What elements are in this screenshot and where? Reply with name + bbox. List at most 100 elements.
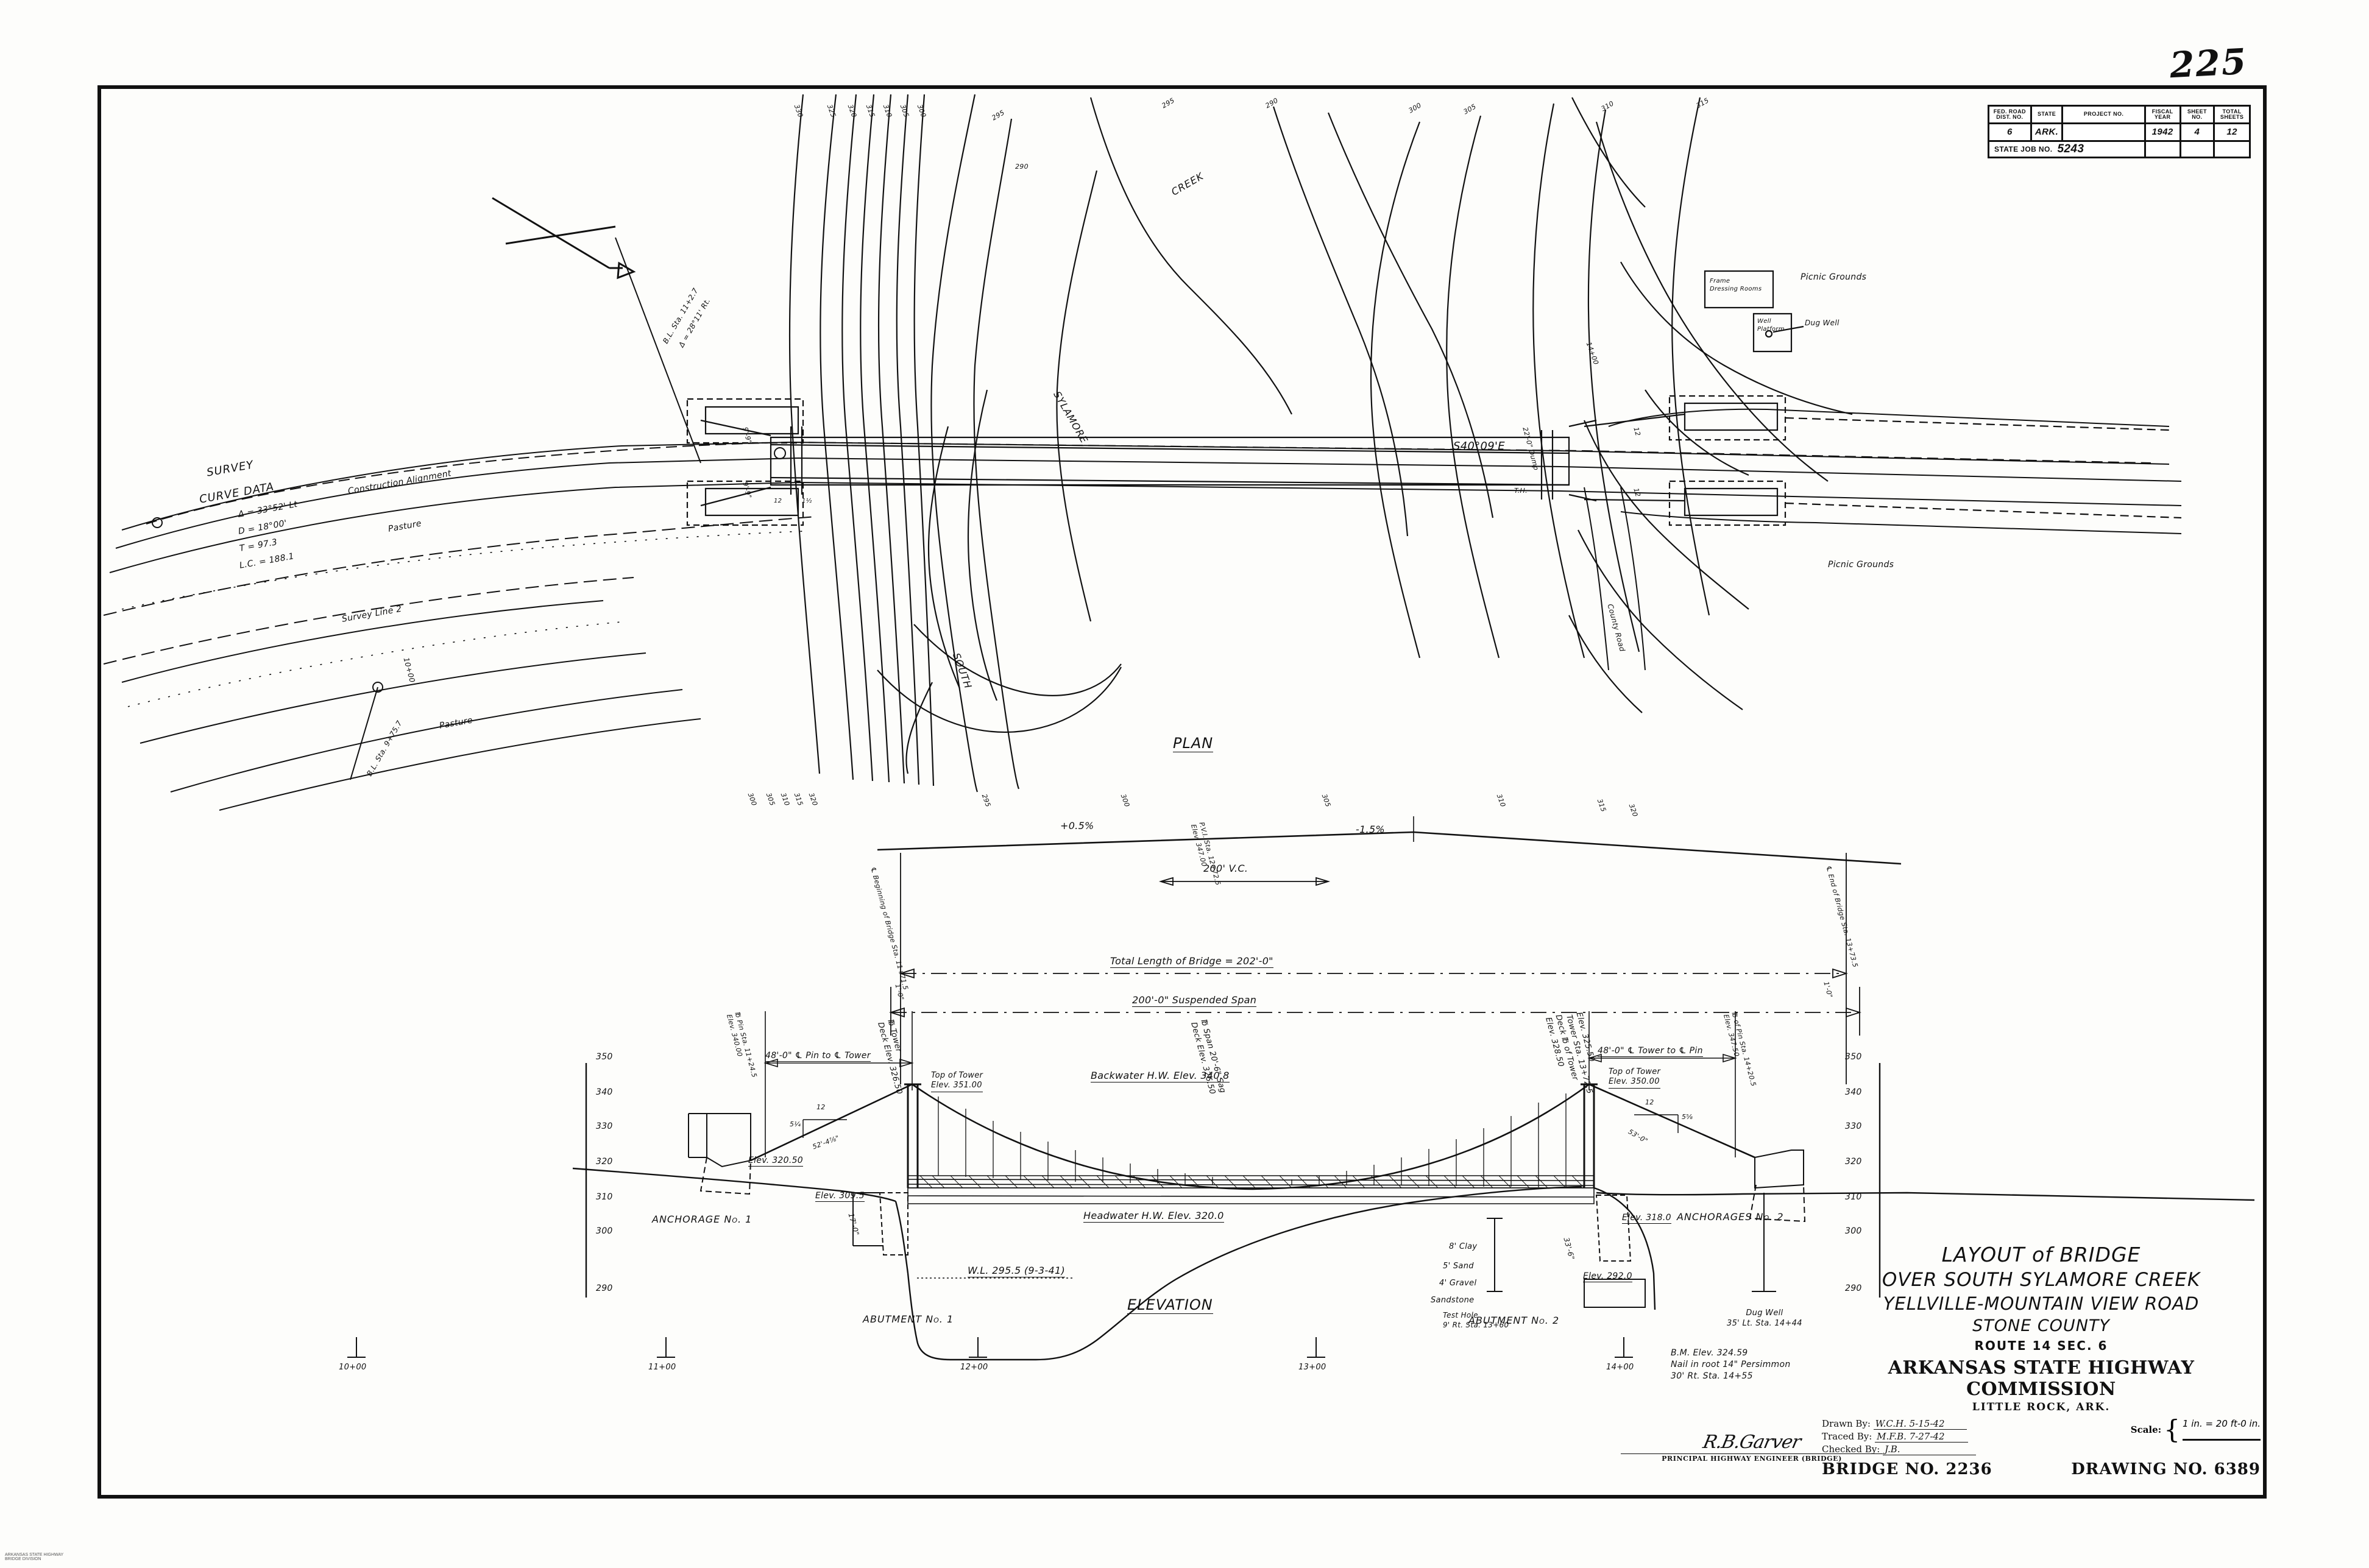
contour-290-a: 290 — [1015, 163, 1029, 171]
drawing-number-group: DRAWING NO. 6389 — [2071, 1460, 2261, 1478]
scale-right-320: 320 — [1845, 1157, 1862, 1167]
cable-slope-left-12: 12 — [816, 1103, 826, 1111]
job-number: 5243 — [2057, 143, 2084, 156]
scale-left-320: 320 — [596, 1157, 613, 1167]
scale-right-340: 340 — [1845, 1087, 1862, 1097]
signature-title: PRINCIPAL HIGHWAY ENGINEER (BRIDGE) — [1662, 1455, 1842, 1463]
header-val-project — [2063, 124, 2146, 140]
scale-block: Scale: { 1 in. = 20 ft-0 in. — [2130, 1414, 2261, 1444]
signature-text: R.B.Garver — [1701, 1432, 1803, 1453]
plan-dim-right-1: 12 — [1632, 426, 1642, 437]
header-col-total: TOTAL SHEETS — [2220, 108, 2244, 120]
signature-rule — [1621, 1453, 1883, 1454]
credits-block: Drawn By: W.C.H. 5-15-42 Traced By: M.F.… — [1822, 1414, 2261, 1457]
elev-318-0-label: Elev. 318.0 — [1622, 1213, 1671, 1224]
scale-right-290: 290 — [1845, 1284, 1862, 1293]
scale-left-340: 340 — [596, 1087, 613, 1097]
drawn-by-value: W.C.H. 5-15-42 — [1873, 1418, 1967, 1430]
scale-brace-icon: { — [2164, 1414, 2180, 1444]
cable-slope-left-525: 5¼ — [790, 1120, 801, 1128]
header-table-job-row: STATE JOB NO. 5243 — [1989, 142, 2249, 157]
soil-gravel-label: 4' Gravel — [1439, 1279, 1477, 1288]
title-line-4: STONE COUNTY — [1972, 1316, 2110, 1335]
suspended-span-label: 200'-0" Suspended Span — [1132, 994, 1257, 1007]
grade-left-label: +0.5% — [1060, 820, 1094, 832]
station-10-00: 10+00 — [339, 1363, 367, 1372]
plan-title: PLAN — [1173, 735, 1214, 753]
header-col-project: PROJECT NO. — [2063, 107, 2146, 122]
vertical-curve-label: 200' V.C. — [1203, 863, 1248, 874]
elev-292-0-label: Elev. 292.0 — [1583, 1271, 1632, 1282]
plan-dim-right-2: 12 — [1632, 487, 1642, 498]
drawing-border — [97, 85, 2267, 1499]
abutment-2-label: ABUTMENT No. 2 — [1468, 1315, 1560, 1326]
job-blank-3 — [2215, 142, 2249, 157]
headwater-label: Headwater H.W. Elev. 320.0 — [1083, 1210, 1224, 1223]
station-11-00: 11+00 — [648, 1363, 676, 1372]
scale-left-330: 330 — [596, 1121, 613, 1131]
bridge-number-group: BRIDGE NO. 2236 — [1822, 1460, 1992, 1478]
anchorage-1-label: ANCHORAGE No. 1 — [652, 1213, 752, 1225]
header-val-fiscal: 1942 — [2146, 124, 2181, 140]
station-12-00: 12+00 — [960, 1363, 988, 1372]
scale-label: Scale: — [2130, 1424, 2162, 1435]
signature-block: R.B.Garver PRINCIPAL HIGHWAY ENGINEER (B… — [1621, 1432, 1883, 1463]
soil-sandstone-label: Sandstone — [1431, 1296, 1475, 1305]
job-blank-2 — [2181, 142, 2215, 157]
station-14-00: 14+00 — [1606, 1363, 1634, 1372]
scale-left-310: 310 — [596, 1192, 613, 1202]
header-col-sheet: SHEET NO. — [2181, 107, 2215, 122]
tower-pin-dim-left: 48'-0" ℄ Pin to ℄ Tower — [765, 1051, 871, 1062]
picnic-grounds-label-2: Picnic Grounds — [1828, 560, 1894, 570]
scale-right-350: 350 — [1845, 1052, 1862, 1062]
cable-slope-right-558: 5⅝ — [1682, 1113, 1693, 1121]
header-val-sheet: 4 — [2181, 124, 2215, 140]
elev-320-50-label: Elev. 320.50 — [748, 1156, 803, 1167]
anchorage-2-label: ANCHORAGES No. 2 — [1677, 1211, 1784, 1223]
water-line-label: W.L. 295.5 (9-3-41) — [968, 1265, 1066, 1277]
cable-slope-right-12: 12 — [1645, 1098, 1654, 1106]
header-val-fed-road: 6 — [1989, 124, 2032, 140]
scale-left-350: 350 — [596, 1052, 613, 1062]
scale-right-300: 300 — [1845, 1226, 1862, 1236]
job-number-cell: STATE JOB NO. 5243 — [1989, 142, 2146, 157]
agency-name: ARKANSAS STATE HIGHWAY COMMISSION — [1888, 1357, 2195, 1400]
header-col-fiscal: FISCAL YEAR — [2146, 107, 2181, 122]
scale-right-310: 310 — [1845, 1192, 1862, 1202]
scale-value: 1 in. = 20 ft-0 in. — [2182, 1418, 2261, 1441]
elev-309-5-label: Elev. 309.5 — [815, 1191, 865, 1202]
job-label: STATE JOB NO. — [1994, 144, 2053, 154]
drawn-by-row: Drawn By: W.C.H. 5-15-42 — [1822, 1418, 1976, 1430]
plan-slope-12: 12 — [774, 498, 782, 504]
plan-bearing-label: S40°09'E — [1453, 440, 1505, 453]
scale-left-290: 290 — [596, 1284, 613, 1293]
abutment-1-label: ABUTMENT No. 1 — [863, 1313, 954, 1325]
drawing-numbers-row: BRIDGE NO. 2236 DRAWING NO. 6389 — [1822, 1460, 2261, 1478]
traced-by-label: Traced By: — [1822, 1431, 1872, 1442]
traced-by-value: M.F.B. 7-27-42 — [1875, 1431, 1969, 1443]
grade-right-label: -1.5% — [1356, 824, 1385, 835]
drawn-by-label: Drawn By: — [1822, 1418, 1871, 1429]
job-blank-1 — [2146, 142, 2181, 157]
bridge-no-label: BRIDGE NO. — [1822, 1460, 1940, 1478]
th-mark-label: T.H. — [1514, 487, 1528, 495]
elevation-title: ELEVATION — [1127, 1296, 1213, 1315]
soil-clay-label: 8' Clay — [1449, 1242, 1478, 1251]
header-table: FED. ROAD DIST. NO. STATE PROJECT NO. FI… — [1988, 105, 2251, 158]
title-line-1: LAYOUT of BRIDGE — [1941, 1243, 2141, 1266]
soil-sand-label: 5' Sand — [1443, 1262, 1474, 1271]
backwater-label: Backwater H.W. Elev. 340.8 — [1091, 1070, 1230, 1082]
tower-pin-dim-right: 48'-0" ℄ Tower to ℄ Pin — [1598, 1046, 1703, 1057]
total-length-label: Total Length of Bridge = 202'-0" — [1110, 955, 1273, 968]
traced-by-row: Traced By: M.F.B. 7-27-42 — [1822, 1431, 1976, 1443]
checked-by-value: J.B. — [1883, 1444, 1977, 1455]
header-val-total: 12 — [2226, 127, 2237, 138]
drawing-no-value: 6389 — [2214, 1460, 2261, 1478]
